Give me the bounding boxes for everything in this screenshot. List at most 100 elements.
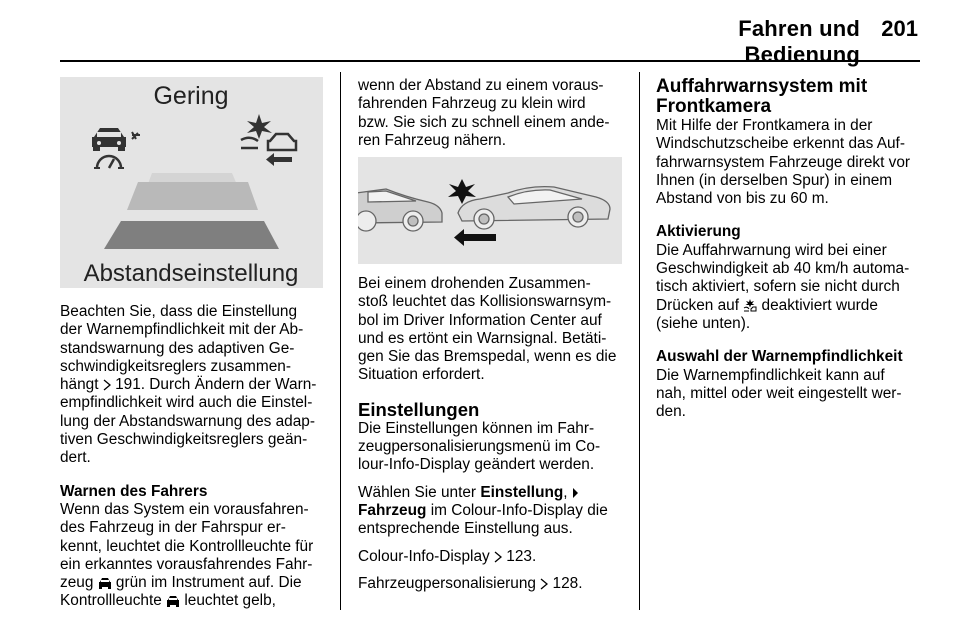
text-line: schwindigkeitsreglers zusammen- xyxy=(60,357,291,375)
text-line: Situation erfordert. xyxy=(358,366,485,384)
text-line: empfindlichkeit wird auch die Einstel- xyxy=(60,394,313,412)
paragraph-sensitivity: Die Warnempfindlichkeit kann auf nah, mi… xyxy=(656,367,926,422)
paragraph-reference-display: Colour-Info-Display 123. xyxy=(358,548,630,566)
text-line: Die Warnempfindlichkeit kann auf xyxy=(656,366,885,384)
distance-bar-middle xyxy=(127,182,258,210)
text-line: nah, mittel oder weit eingestellt wer- xyxy=(656,384,902,402)
running-header-title: Fahren und Bedienung xyxy=(738,16,860,67)
text-line: bzw. Sie sich zu schnell einem ande- xyxy=(358,113,610,131)
section-heading-driver-warning: Warnen des Fahrers xyxy=(60,482,208,500)
arrow-reference-icon[interactable] xyxy=(494,551,502,563)
front-car-icon xyxy=(457,185,611,230)
text-line: wenn der Abstand zu einem voraus- xyxy=(358,77,604,94)
column-1: Beachten Sie, dass die Einstellung der W… xyxy=(60,303,330,611)
collision-warning-icon xyxy=(240,114,298,166)
paragraph-select-setting: Wählen Sie unter Einstellung, Fahrzeug i… xyxy=(358,484,630,539)
vehicle-ahead-icon xyxy=(167,596,180,608)
text-line: entsprechende Einstellung aus. xyxy=(358,520,573,538)
text-line: leuchtet gelb, xyxy=(180,592,276,610)
section-heading-activation: Aktivierung xyxy=(656,223,741,241)
text-line: hängt xyxy=(60,376,103,394)
arrow-reference-icon[interactable] xyxy=(103,379,111,391)
menu-item-fahrzeug: Fahrzeug xyxy=(358,501,427,519)
text-line: lour-Info-Display geändert werden. xyxy=(358,456,595,474)
section-heading-sensitivity: Auswahl der Warnempfindlichkeit xyxy=(656,348,903,366)
header-divider xyxy=(60,60,920,62)
paragraph-settings: Die Einstellungen können im Fahr- zeugpe… xyxy=(358,420,630,475)
text-line: den. xyxy=(656,403,686,421)
text-line: standswarnung des adaptiven Ge- xyxy=(60,339,295,357)
text-line: grün im Instrument auf. Die xyxy=(111,574,302,592)
rear-car-icon xyxy=(355,188,443,232)
text-line: Colour-Info-Display xyxy=(358,547,494,565)
heading-line: Frontkamera xyxy=(656,96,772,117)
text-line: Abstand von bis zu 60 m. xyxy=(656,190,829,208)
text-line: der Warnempfindlichkeit mit der Ab- xyxy=(60,321,304,339)
vehicle-speedometer-icon xyxy=(92,128,140,169)
text-line: im Colour-Info-Display die xyxy=(426,501,608,519)
text-line: dert. xyxy=(60,449,91,467)
column-2-top: wenn der Abstand zu einem voraus- fahren… xyxy=(358,77,630,150)
page-number: 201 xyxy=(881,16,918,41)
text-line: Drücken auf xyxy=(656,296,744,314)
column-2-bottom: Bei einem drohenden Zusammen- stoß leuch… xyxy=(358,275,630,593)
text-line: Fahrzeugpersonalisierung xyxy=(358,574,541,592)
backward-arrow-icon xyxy=(454,229,496,246)
text-line: zeugpersonalisierungsmenü im Co- xyxy=(358,438,601,456)
paragraph-driver-warning: Wenn das System ein vorausfahren- des Fa… xyxy=(60,501,330,611)
text-line: kennt, leuchtet die Kontrollleuchte für xyxy=(60,537,314,555)
text-line: tisch aktiviert, sofern sie nicht durch xyxy=(656,278,900,296)
text-line: Wenn das System ein vorausfahren- xyxy=(60,500,309,518)
paragraph-front-camera: Mit Hilfe der Frontkamera in der Windsch… xyxy=(656,117,926,208)
column-divider-1 xyxy=(340,72,341,610)
paragraph-sensitivity-note: Beachten Sie, dass die Einstellung der W… xyxy=(60,303,330,468)
text-line: Beachten Sie, dass die Einstellung xyxy=(60,303,297,320)
figure-label-bottom: Abstandseinstellung xyxy=(84,260,299,287)
text-line: Mit Hilfe der Frontkamera in der xyxy=(656,117,873,134)
text-line: 123. xyxy=(502,547,537,565)
collision-cars-figure xyxy=(355,157,622,264)
text-line: 128. xyxy=(548,574,583,592)
text-line: lung der Abstandswarnung des adap- xyxy=(60,412,315,430)
heading-line: Auffahrwarnsystem mit xyxy=(656,76,868,97)
distance-bar-far xyxy=(104,221,279,249)
text-line: und es ertönt ein Warnsignal. Betäti- xyxy=(358,329,607,347)
text-line: deaktiviert wurde xyxy=(757,296,878,314)
text-line: des Fahrzeug in der Fahrspur er- xyxy=(60,519,286,537)
text-line: fahrwarnsystem Fahrzeuge direkt vor xyxy=(656,153,911,171)
arrow-reference-icon[interactable] xyxy=(540,578,549,590)
text-line: stoß leuchtet das Kollisionswarnsym- xyxy=(358,293,612,311)
text-line: (siehe unten). xyxy=(656,314,751,332)
paragraph-warning-continued: wenn der Abstand zu einem voraus- fahren… xyxy=(358,77,630,150)
paragraph-activation: Die Auffahrwarnung wird bei einer Geschw… xyxy=(656,242,926,333)
text-line: zeug xyxy=(60,574,98,592)
section-heading-settings: Einstellungen xyxy=(358,398,480,420)
section-heading-front-camera: Auffahrwarnsystem mit Frontkamera xyxy=(656,77,926,117)
menu-arrow-icon xyxy=(572,487,578,498)
paragraph-reference-personalization: Fahrzeugpersonalisierung 128. xyxy=(358,575,630,593)
column-divider-2 xyxy=(639,72,640,610)
text-line: Ihnen (in derselben Spur) in einem xyxy=(656,171,893,189)
text-line: ein erkanntes vorausfahrendes Fahr- xyxy=(60,555,313,573)
collision-star-icon xyxy=(448,179,476,204)
text-separator: , xyxy=(563,483,572,501)
collision-alert-button-icon[interactable] xyxy=(743,298,757,312)
text-line: Bei einem drohenden Zusammen- xyxy=(358,275,591,292)
text-line: bol im Driver Information Center auf xyxy=(358,311,602,329)
text-line: tiven Geschwindigkeitsreglers geän- xyxy=(60,431,308,449)
text-line: gen Sie das Bremspedal, wenn es die xyxy=(358,348,617,366)
vehicle-ahead-icon xyxy=(98,578,111,590)
paragraph-collision-alert: Bei einem drohenden Zusammen- stoß leuch… xyxy=(358,275,630,385)
text-line: Die Auffahrwarnung wird bei einer xyxy=(656,241,887,259)
text-line: ren Fahrzeug nähern. xyxy=(358,131,507,149)
text-line: Windschutzscheibe erkennt das Auf- xyxy=(656,135,905,153)
text-line: fahrenden Fahrzeug zu klein wird xyxy=(358,95,586,113)
text-line: Geschwindigkeit ab 40 km/h automa- xyxy=(656,260,910,278)
text-line: 191. Durch Ändern der Warn- xyxy=(110,376,317,394)
distance-setting-figure: Gering Abstandseinstellung xyxy=(60,77,323,288)
figure-label-top: Gering xyxy=(153,82,228,110)
text-line: Wählen Sie unter xyxy=(358,483,481,501)
menu-item-einstellung: Einstellung xyxy=(480,483,564,501)
text-line: Kontrollleuchte xyxy=(60,592,167,610)
text-line: Die Einstellungen können im Fahr- xyxy=(358,419,595,437)
